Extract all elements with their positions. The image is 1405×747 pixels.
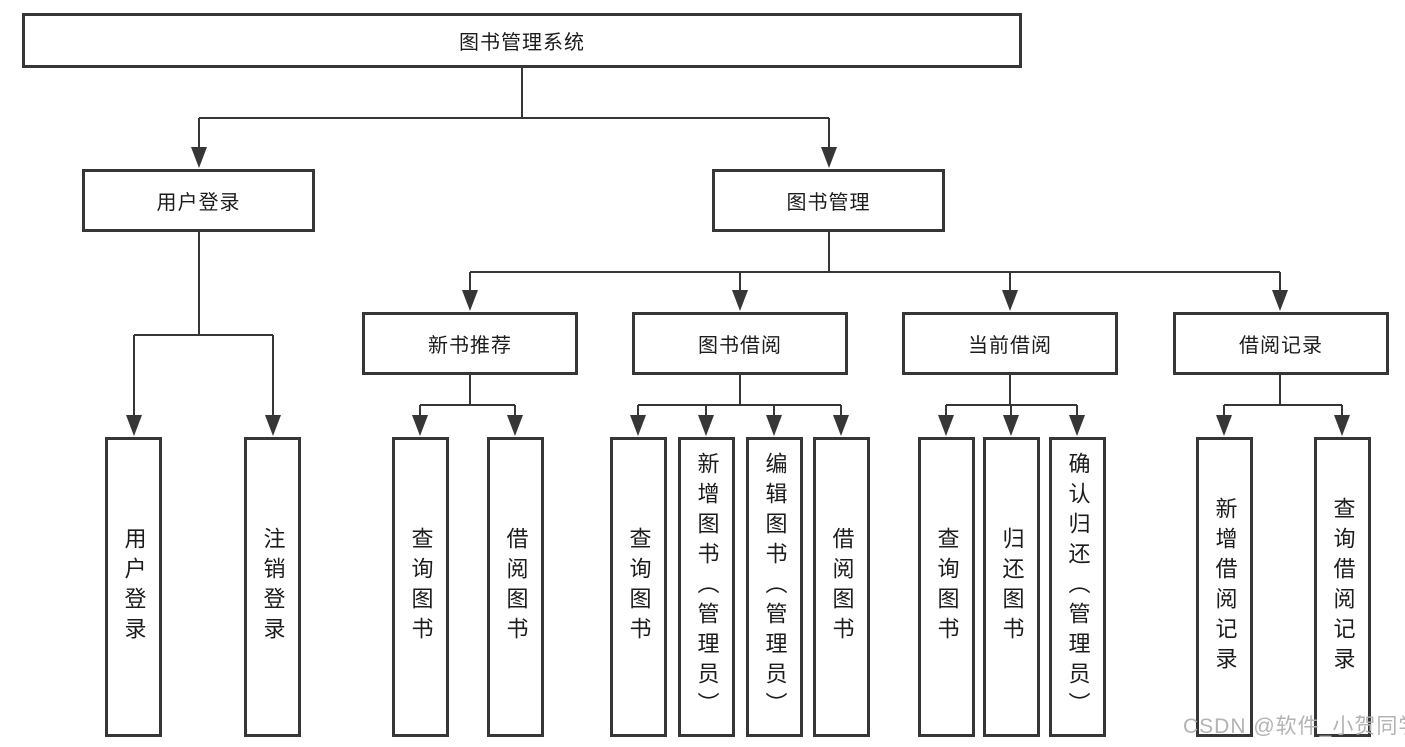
node-user-login: 用户登录 — [82, 169, 315, 232]
node-root: 图书管理系统 — [22, 13, 1022, 68]
leaf-query-books-current: 查询图书 — [918, 437, 975, 737]
leaf-confirm-return-admin: 确认归还（管理员） — [1049, 437, 1106, 737]
node-new-book-recommend: 新书推荐 — [362, 312, 578, 375]
watermark: CSDN @软件_小贺同学 — [1183, 715, 1405, 738]
leaf-query-borrow-record: 查询借阅记录 — [1314, 437, 1371, 737]
leaf-edit-book-admin: 编辑图书（管理员） — [746, 437, 803, 737]
leaf-query-books-recommend: 查询图书 — [392, 437, 449, 737]
node-book-management: 图书管理 — [712, 169, 945, 232]
node-current-borrow: 当前借阅 — [902, 312, 1118, 375]
leaf-query-books-borrow: 查询图书 — [610, 437, 667, 737]
arrowheads — [126, 147, 1350, 436]
leaf-user-login: 用户登录 — [105, 437, 162, 737]
leaf-borrow-books: 借阅图书 — [813, 437, 870, 737]
leaf-logout: 注销登录 — [244, 437, 301, 737]
leaf-return-book: 归还图书 — [983, 437, 1040, 737]
leaf-add-borrow-record: 新增借阅记录 — [1196, 437, 1253, 737]
leaf-add-book-admin: 新增图书（管理员） — [678, 437, 735, 737]
leaf-borrow-books-recommend: 借阅图书 — [487, 437, 544, 737]
node-borrow-records: 借阅记录 — [1173, 312, 1389, 375]
node-book-borrow: 图书借阅 — [632, 312, 848, 375]
connector-lines — [133, 68, 1343, 418]
